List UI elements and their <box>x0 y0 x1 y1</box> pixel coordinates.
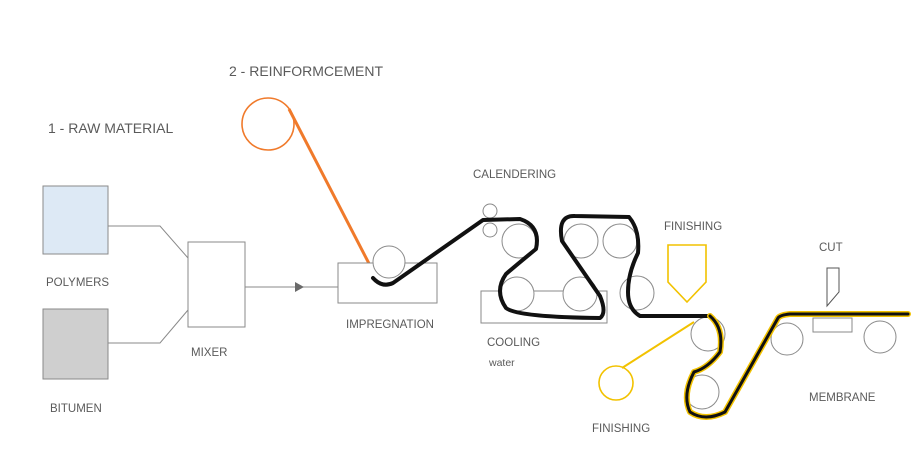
mixer-box <box>187 241 246 328</box>
bitumen-box <box>42 308 109 380</box>
raw-material-label: 1 - RAW MATERIAL <box>48 120 173 136</box>
finishing-feed <box>621 321 695 369</box>
polymers-label: POLYMERS <box>46 277 109 289</box>
mixer-label: MIXER <box>191 347 227 359</box>
membrane-roller-2 <box>863 320 897 354</box>
finishing-applicator <box>667 244 707 304</box>
polymers-connector <box>108 225 189 259</box>
flow-arrow-icon <box>295 282 304 292</box>
membrane-roller-1 <box>770 322 804 356</box>
finishing-roll <box>598 365 634 401</box>
polymers-box <box>42 185 109 255</box>
cooling-roller-5 <box>602 223 638 259</box>
finishing-web-path <box>685 312 910 419</box>
bitumen-connector <box>108 309 189 344</box>
finishing-top-label: FINISHING <box>664 221 722 233</box>
calender-roller-bottom <box>482 222 498 238</box>
membrane-label: MEMBRANE <box>809 392 876 404</box>
cooling-roller-6 <box>619 275 655 311</box>
reinforcement-label: 2 - REINFORMCEMENT <box>229 63 383 79</box>
bitumen-label: BITUMEN <box>50 403 102 415</box>
cut-table <box>812 317 853 333</box>
reinforcement-feed <box>287 108 379 280</box>
calendering-label: CALENDERING <box>473 169 556 181</box>
cooling-label: COOLING <box>487 337 540 349</box>
impregnation-roller <box>372 245 406 279</box>
finishing-bottom-label: FINISHING <box>592 423 650 435</box>
impregnation-label: IMPREGNATION <box>346 319 434 331</box>
cut-blade <box>826 267 840 308</box>
water-label: water <box>488 357 515 369</box>
membrane-web-path <box>371 213 712 320</box>
cut-label: CUT <box>819 242 843 254</box>
calender-roller-top <box>482 203 498 219</box>
reinforcement-roll <box>241 97 295 151</box>
